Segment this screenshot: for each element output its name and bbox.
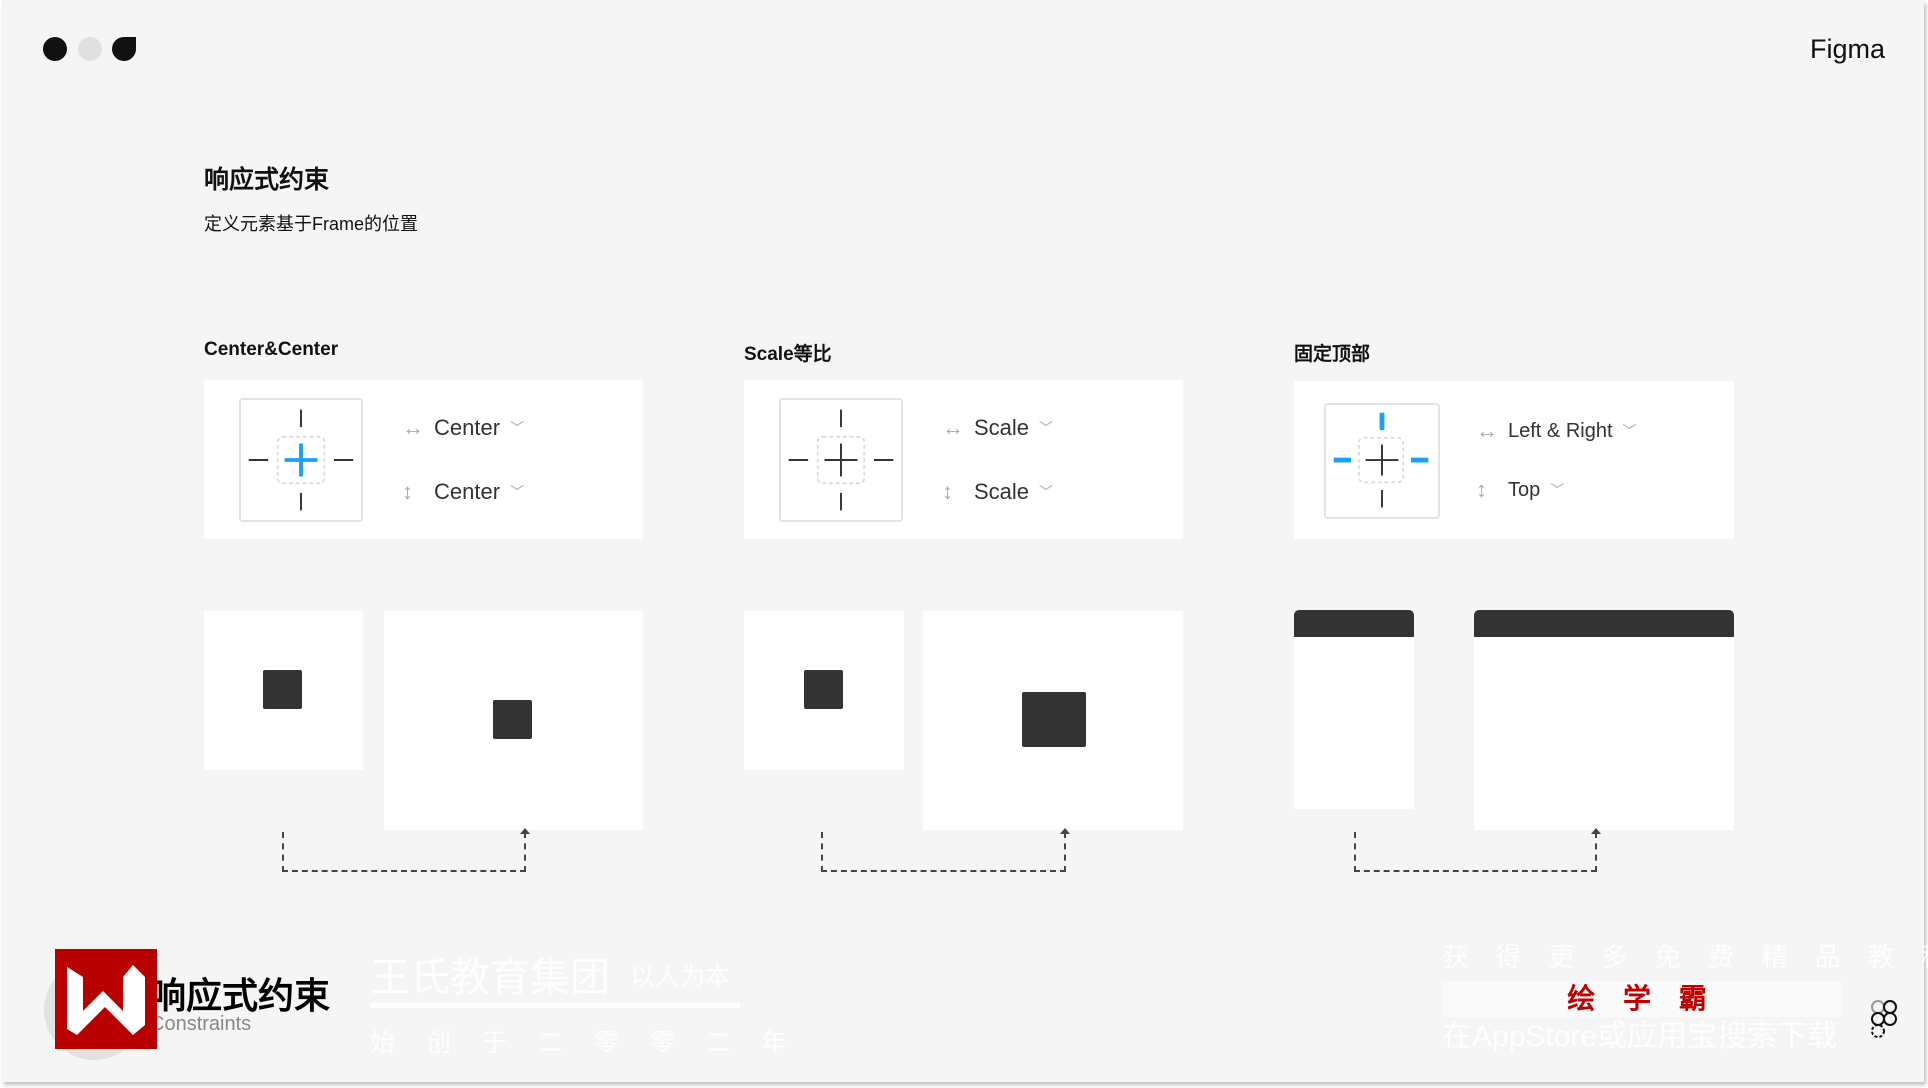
horizontal-arrow-icon: ↔: [1476, 418, 1498, 443]
vertical-constraint-dropdown[interactable]: ↕ Top ﹀: [1476, 477, 1564, 503]
minimize-window-button[interactable]: [78, 37, 102, 61]
dropdown-value: Center: [434, 479, 501, 504]
top-bar: [1294, 610, 1414, 637]
overlay-subtitle: Constraints: [150, 1013, 252, 1035]
app-brand: Figma: [1810, 34, 1886, 64]
vertical-arrow-icon: ↕: [1476, 477, 1487, 502]
element-square: [493, 700, 532, 739]
frame-small: [204, 611, 363, 770]
page-subtitle: 定义元素基于Frame的位置: [204, 214, 419, 234]
dropdown-value: Left & Right: [1508, 419, 1613, 442]
horizontal-arrow-icon: ↔: [402, 415, 424, 440]
horizontal-arrow-icon: ↔: [942, 415, 964, 440]
watermark-brand: 绘 学 霸: [1442, 981, 1842, 1017]
vertical-constraint-dropdown[interactable]: ↕ Scale ﹀: [942, 479, 1053, 505]
watermark-motto: 以人为本: [630, 963, 731, 991]
constraints-panel: ↔ Center ﹀ ↕ Center ﹀: [204, 380, 643, 539]
constraints-panel: ↔ Left & Right ﹀ ↕ Top ﹀: [1294, 381, 1734, 539]
page-title: 响应式约束: [204, 166, 330, 194]
watermark-promo: 获 得 更 多 免 费 精 品 教 程: [1442, 942, 1928, 972]
frame-small: [1294, 610, 1414, 809]
dropdown-value: Top: [1508, 478, 1541, 501]
dropdown-value: Center: [434, 415, 501, 440]
chevron-down-icon: ﹀: [1039, 484, 1054, 500]
constraints-panel: ↔ Scale ﹀ ↕ Scale ﹀: [744, 380, 1183, 539]
chevron-down-icon: ﹀: [510, 484, 525, 500]
vertical-arrow-icon: ↕: [942, 479, 953, 504]
chevron-down-icon: ﹀: [510, 420, 525, 436]
section-label: Center&Center: [204, 339, 339, 360]
top-bar: [1474, 610, 1734, 637]
vertical-constraint-dropdown[interactable]: ↕ Center ﹀: [402, 479, 524, 505]
chevron-down-icon: ﹀: [1550, 482, 1565, 498]
frame-small: [744, 611, 904, 770]
frame-large: [923, 611, 1183, 830]
constraint-widget[interactable]: [779, 398, 903, 522]
chevron-down-icon: ﹀: [1622, 423, 1637, 439]
constraint-widget[interactable]: [1324, 403, 1440, 519]
element-square: [1022, 692, 1086, 747]
horizontal-constraint-dropdown[interactable]: ↔ Scale ﹀: [942, 415, 1053, 441]
watermark-founded: 始 创 于 二 零 零 二 年: [370, 1029, 799, 1057]
watermark-divider: [370, 1003, 740, 1008]
close-window-button[interactable]: [43, 37, 67, 61]
section-label: 固定顶部: [1294, 344, 1371, 365]
dropdown-value: Scale: [974, 415, 1030, 440]
horizontal-constraint-dropdown[interactable]: ↔ Left & Right ﹀: [1476, 418, 1637, 444]
watermark-download: 在AppStore或应用宝搜索下载: [1442, 1020, 1838, 1053]
company-logo: [55, 949, 157, 1049]
figma-logo-icon: [1871, 1000, 1897, 1038]
resize-connector: [282, 828, 530, 872]
vertical-arrow-icon: ↕: [402, 479, 413, 504]
frame-large: [384, 611, 643, 830]
resize-connector: [821, 828, 1070, 872]
frame-large: [1474, 610, 1734, 830]
overlay-title: 响应式约束: [150, 975, 331, 1016]
constraint-widget[interactable]: [239, 398, 363, 522]
chevron-down-icon: ﹀: [1039, 420, 1054, 436]
watermark-company: 王氏教育集团: [370, 956, 610, 1000]
resize-connector: [1354, 828, 1601, 872]
section-label: Scale等比: [744, 344, 832, 365]
dropdown-value: Scale: [974, 479, 1030, 504]
element-square: [263, 670, 302, 709]
horizontal-constraint-dropdown[interactable]: ↔ Center ﹀: [402, 415, 524, 441]
element-square: [804, 670, 843, 709]
maximize-window-button[interactable]: [112, 37, 136, 61]
